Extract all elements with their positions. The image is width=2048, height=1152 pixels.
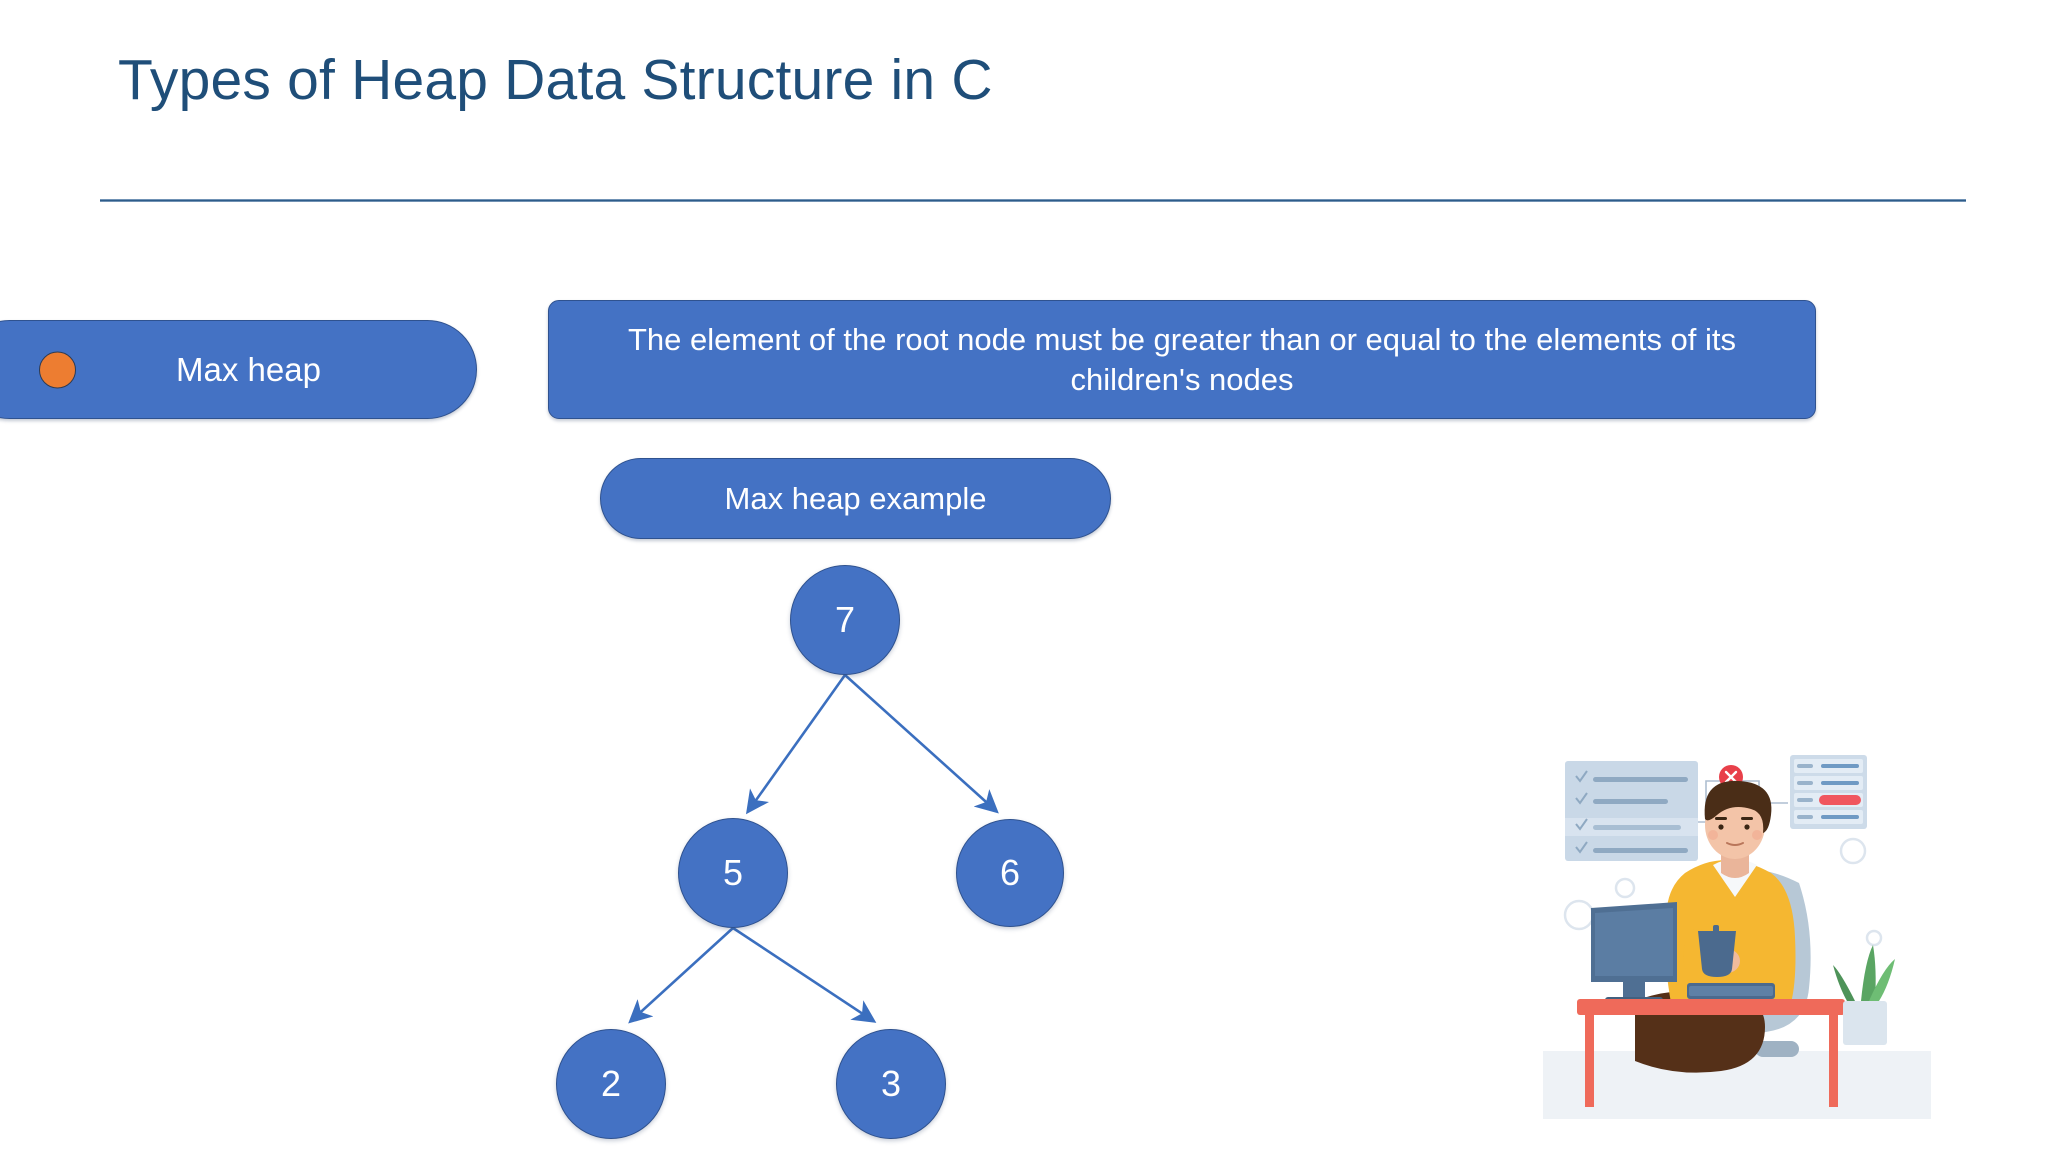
description-text: The element of the root node must be gre…	[627, 321, 1737, 397]
monitor-icon	[1591, 902, 1677, 1005]
coffee-cup-icon	[1698, 925, 1736, 977]
tree-node-6-value: 6	[999, 852, 1021, 893]
tree-node-2-value: 2	[600, 1063, 622, 1104]
bullet-pill-label: Max heap	[176, 350, 321, 388]
max-heap-tree-diagram: 7 5 6 2 3	[0, 560, 1300, 1152]
tree-node-3[interactable]: 3	[836, 1029, 946, 1139]
tree-node-6[interactable]: 6	[956, 819, 1064, 927]
man-at-desk-with-computer-illustration	[1543, 733, 1931, 1119]
bullet-pill-max-heap[interactable]: Max heap	[0, 320, 477, 419]
desk	[1577, 999, 1845, 1107]
potted-plant	[1833, 945, 1895, 1045]
tree-edges	[628, 674, 999, 1024]
tree-node-5-value: 5	[722, 852, 744, 893]
tree-node-2[interactable]: 2	[556, 1029, 666, 1139]
tree-node-3-value: 3	[880, 1063, 902, 1104]
title-divider	[100, 199, 1966, 202]
edge-5-2	[628, 927, 734, 1024]
page-title: Types of Heap Data Structure in C	[118, 48, 993, 112]
edge-7-6	[844, 674, 999, 814]
keyboard-icon	[1687, 983, 1775, 999]
tree-node-7-value: 7	[834, 599, 856, 640]
tree-node-5[interactable]: 5	[678, 818, 788, 928]
error-row-highlight	[1819, 795, 1861, 805]
edge-5-3	[732, 926, 877, 1023]
tree-node-7[interactable]: 7	[790, 565, 900, 675]
data-table-panel	[1790, 755, 1867, 829]
checklist-panel	[1565, 761, 1698, 861]
edge-7-5	[745, 674, 847, 815]
gear-decorations	[1563, 837, 1883, 947]
description-box: The element of the root node must be gre…	[548, 300, 1816, 419]
example-pill-label: Max heap example	[724, 480, 987, 516]
example-pill[interactable]: Max heap example	[600, 458, 1111, 539]
orange-dot-icon	[39, 351, 76, 388]
